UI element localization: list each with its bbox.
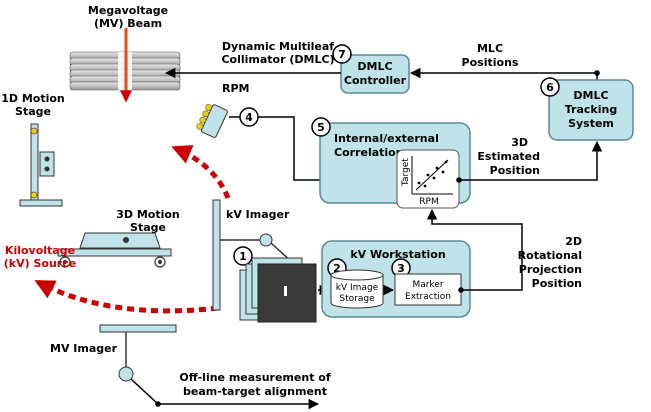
step-4-number: 4 [245, 111, 253, 124]
mv-beam-label-line1: Megavoltage [88, 4, 168, 17]
marker-line2: Extraction [405, 292, 451, 302]
mv-imager-joint [118, 366, 134, 382]
plot-trend-line [415, 159, 449, 191]
step-5-number: 5 [317, 121, 325, 134]
stage-1d-line1: 1D Motion [1, 92, 65, 105]
step-2-number: 2 [333, 262, 341, 275]
estimated-line1: 3D [511, 136, 528, 149]
marker-extraction-box [394, 273, 462, 306]
kv-imager-label: kV Imager [226, 208, 290, 221]
dmlc-tracking-box [548, 79, 634, 141]
stage-1d-device [19, 123, 63, 207]
dmlc-controller-line1: DMLC [357, 60, 392, 73]
kv-image-storage [330, 269, 384, 309]
estimated-line3: Position [490, 164, 540, 177]
step-3-number: 3 [397, 262, 405, 275]
kv-workstation-title: kV Workstation [350, 248, 445, 261]
step-1-badge [233, 246, 253, 266]
mv-beam-label-line2: (MV) Beam [94, 17, 162, 30]
projection-line1: 2D [565, 235, 582, 248]
kv-storage-line2: Storage [339, 294, 375, 304]
projection-line3: Projection [519, 263, 582, 276]
kv-source-line1: Kilovoltage [5, 244, 75, 257]
rotation-arc-lower [34, 279, 219, 314]
mlc-positions-line2: Positions [462, 56, 519, 69]
dmlc-tracking-line3: System [568, 117, 614, 130]
dmlc-tracking-line1: DMLC [573, 89, 608, 102]
stage-1d-line2: Stage [15, 105, 51, 118]
dmlc-title-line1: Dynamic Multileaf [222, 40, 334, 53]
dmlc-tracking-line2: Tracking [565, 103, 617, 116]
step-5-badge [311, 117, 331, 137]
step-6-badge [540, 77, 560, 97]
dmlc-title-line2: Collimator (DMLC) [221, 53, 334, 66]
correlation-line2: Correlation [334, 146, 404, 159]
kv-source-line2: (kV) Source [4, 257, 76, 270]
tracking-output-dot [594, 70, 600, 76]
step-1-number: 1 [239, 250, 247, 263]
stage-3d-line1: 3D Motion [116, 208, 180, 221]
projection-line4: Position [532, 277, 582, 290]
plot-ylabel: Target [401, 158, 411, 187]
marker-to-correlation-arrow [426, 208, 523, 291]
correlation-line1: Internal/external [334, 132, 439, 145]
estimated-line2: Estimated [477, 150, 540, 163]
rpm-camera-icon [196, 104, 228, 138]
rotation-arc-upper [171, 145, 231, 199]
dmlc-controller-box [340, 54, 410, 94]
offline-line2: beam-target alignment [183, 385, 327, 398]
marker-line1: Marker [412, 280, 443, 290]
mlc-positions-line1: MLC [477, 42, 503, 55]
offline-corner-dot [155, 401, 161, 407]
plot-xlabel: RPM [419, 197, 438, 207]
step-6-number: 6 [546, 81, 554, 94]
mv-imager-label: MV Imager [50, 342, 118, 355]
mv-imager-panel [99, 324, 177, 333]
kv-imager-panel [212, 199, 221, 311]
multileaf-collimator [69, 51, 181, 91]
dmlc-controller-line2: Controller [344, 74, 407, 87]
step-7-badge [332, 44, 352, 64]
correlation-to-tracking-arrow [459, 140, 603, 181]
kv-imager-joint [259, 233, 273, 247]
kv-storage-line1: kV Image [336, 283, 379, 293]
stage-3d-device [57, 232, 172, 268]
plot-points [417, 160, 448, 188]
step-7-number: 7 [338, 48, 346, 61]
projection-line2: Rotational [518, 249, 582, 262]
rpm-label: RPM [222, 82, 249, 95]
stage-3d-line2: Stage [130, 221, 166, 234]
kv-image-stack [239, 257, 317, 323]
offline-line1: Off-line measurement of [179, 371, 330, 384]
